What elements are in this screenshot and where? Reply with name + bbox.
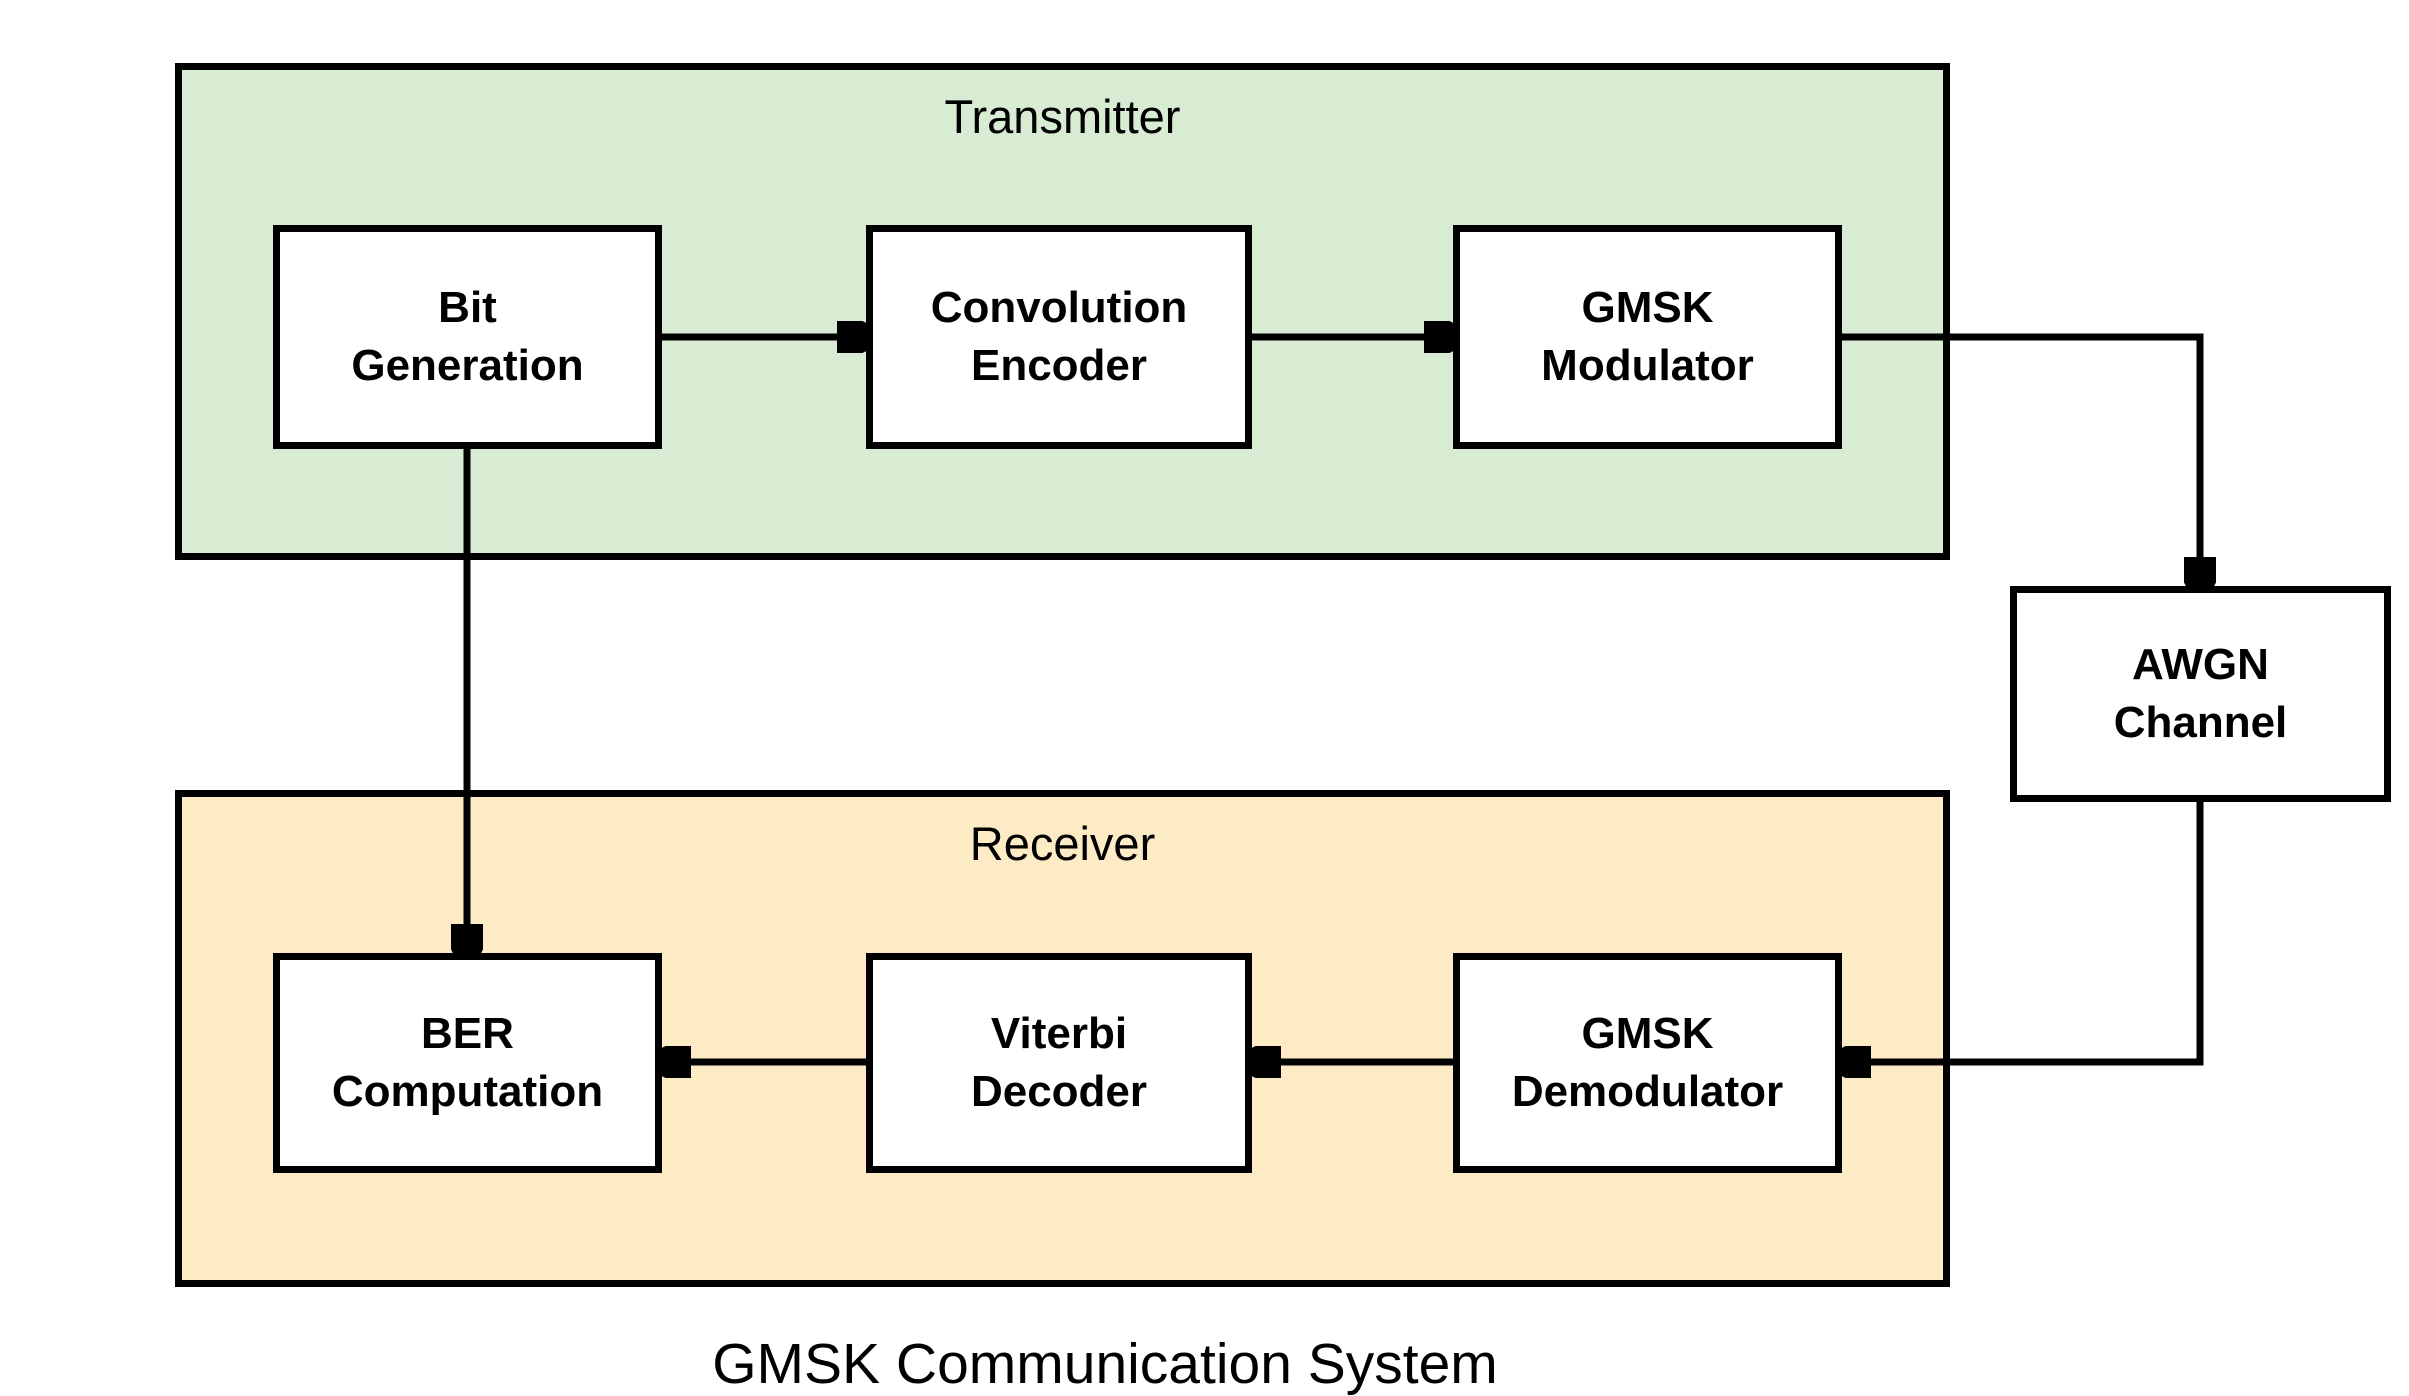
block-awgn-channel-label: AWGN Channel: [2113, 639, 2288, 747]
block-viterbi-decoder: Viterbi Decoder: [866, 953, 1252, 1173]
block-bit-generation-label: Bit Generation: [351, 282, 584, 390]
diagram-title: GMSK Communication System: [712, 1332, 1498, 1396]
block-convolution-encoder-label: Convolution Encoder: [930, 282, 1188, 390]
block-viterbi-decoder-label: Viterbi Decoder: [970, 1008, 1148, 1116]
block-gmsk-modulator: GMSK Modulator: [1453, 225, 1842, 449]
block-awgn-channel: AWGN Channel: [2010, 586, 2391, 802]
block-bit-generation: Bit Generation: [273, 225, 662, 449]
receiver-label: Receiver: [969, 817, 1156, 870]
block-convolution-encoder: Convolution Encoder: [866, 225, 1252, 449]
block-gmsk-demodulator-label: GMSK Demodulator: [1511, 1008, 1784, 1116]
block-gmsk-demodulator: GMSK Demodulator: [1453, 953, 1842, 1173]
block-ber-computation: BER Computation: [273, 953, 662, 1173]
transmitter-label: Transmitter: [944, 90, 1181, 143]
block-ber-computation-label: BER Computation: [331, 1008, 604, 1116]
block-gmsk-modulator-label: GMSK Modulator: [1541, 282, 1754, 390]
